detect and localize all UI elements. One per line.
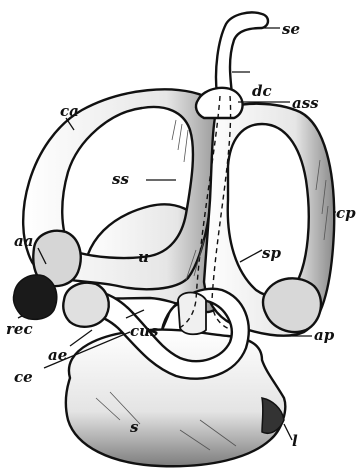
horizontal-ampulla: [63, 283, 109, 327]
label-cus: cus: [130, 322, 159, 340]
label-ap: ap: [314, 326, 335, 344]
label-ca: ca: [60, 102, 79, 120]
common-crus-apex: [196, 88, 243, 118]
label-s: s: [130, 418, 139, 436]
label-l: l: [292, 432, 298, 450]
label-ae: ae: [48, 346, 67, 364]
recessus-utriculi: [13, 275, 56, 319]
label-aa: aa: [14, 232, 33, 250]
label-ss: ss: [112, 170, 129, 188]
label-ce: ce: [14, 368, 33, 386]
label-rec: rec: [6, 320, 33, 338]
posterior-ampulla: [263, 278, 321, 332]
saccule: [66, 330, 285, 467]
label-ass: ass: [292, 94, 319, 112]
label-se: se: [282, 20, 300, 38]
label-u: u: [138, 248, 149, 266]
label-sp: sp: [262, 244, 281, 262]
label-dc: dc: [252, 82, 272, 100]
label-cp: cp: [336, 204, 356, 222]
